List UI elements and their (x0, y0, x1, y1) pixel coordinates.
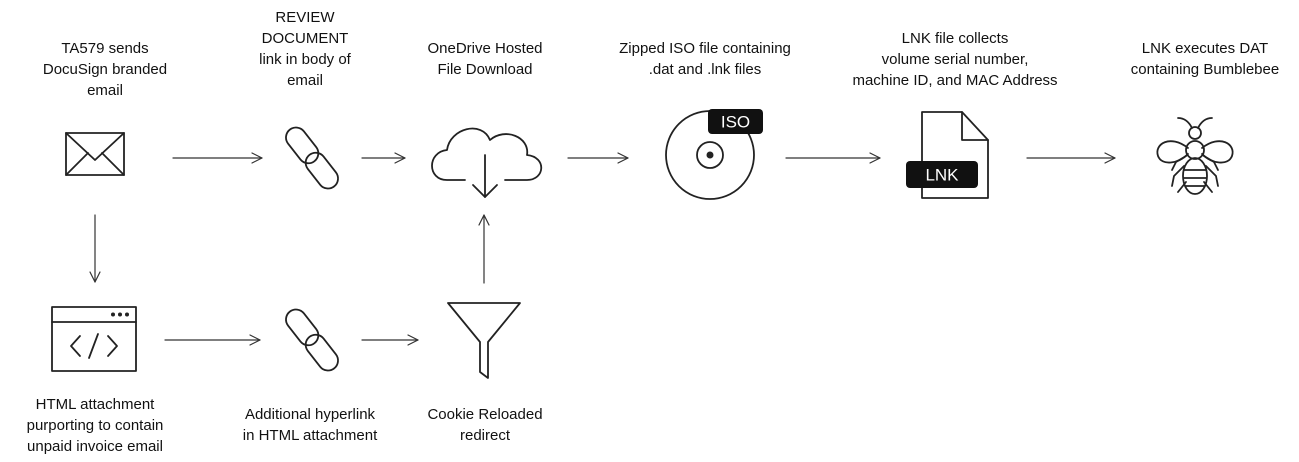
onedrive-step-label: OneDrive Hosted File Download (427, 40, 543, 78)
link-icon (285, 126, 339, 190)
review-link-step-label: REVIEW DOCUMENT link in body of email (259, 9, 351, 89)
redirect-step-label: Cookie Reloaded redirect (427, 406, 543, 444)
disc-icon: ISO (665, 109, 763, 200)
cloud-download-icon (431, 127, 543, 198)
iso-step-label: Zipped ISO file containing .dat and .lnk… (619, 40, 791, 78)
funnel-icon (447, 302, 521, 379)
connector-arrows (89, 152, 1116, 346)
html-attachment-step-label: HTML attachment purporting to contain un… (26, 396, 164, 455)
hyperlink-step-label: Additional hyperlink in HTML attachment (242, 406, 378, 444)
code-window-icon (51, 306, 137, 372)
dat-step-label: LNK executes DAT containing Bumblebee (1130, 40, 1280, 78)
bee-icon (1156, 117, 1234, 195)
link-icon (285, 308, 339, 372)
lnk-badge-label: LNK (925, 166, 959, 185)
iso-badge-label: ISO (721, 113, 750, 132)
file-icon: LNK (906, 111, 989, 199)
lnk-step-label: LNK file collects volume serial number, … (852, 30, 1058, 89)
envelope-icon (65, 132, 125, 176)
email-step-label: TA579 sends DocuSign branded email (42, 40, 168, 99)
